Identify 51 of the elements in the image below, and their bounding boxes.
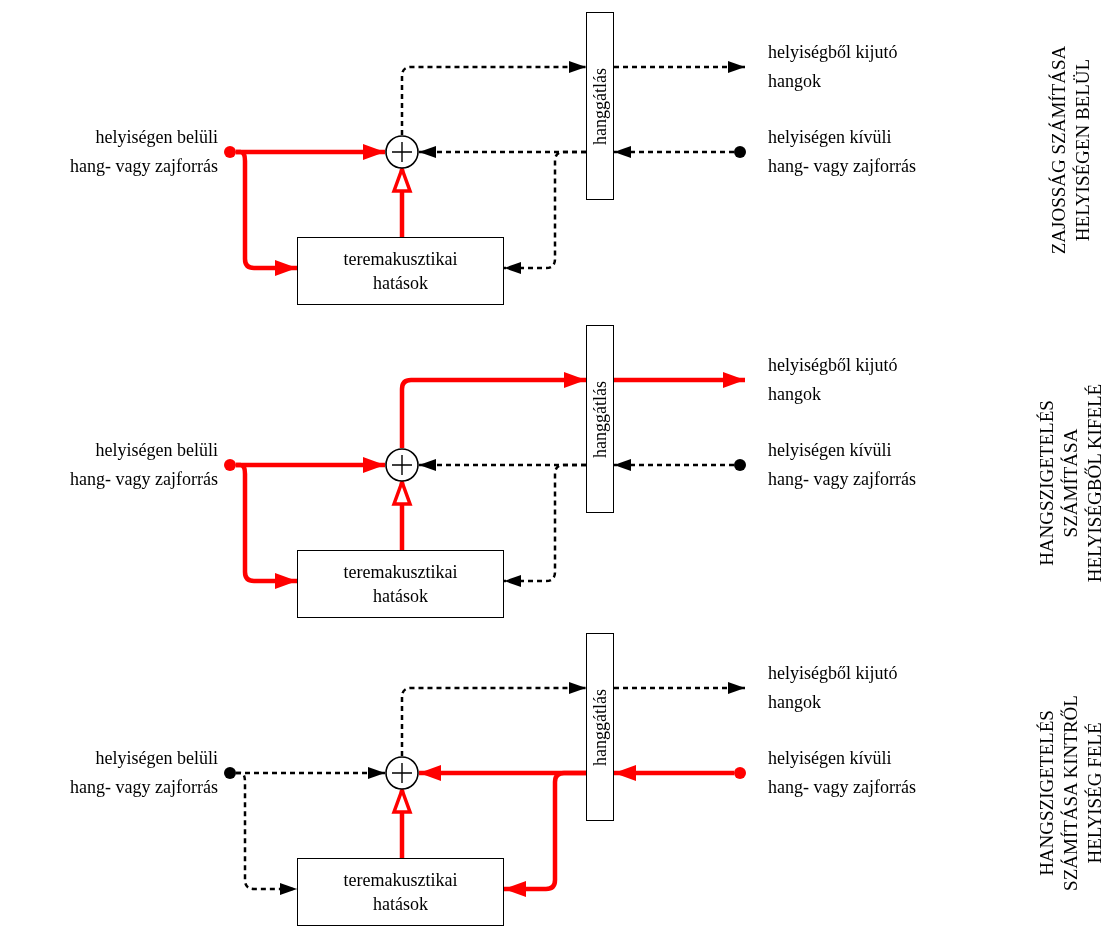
source-dot [224, 459, 236, 471]
panel-title: HANGSZIGETELÉS SZÁMÍTÁSA KINTRŐL HELYISÉG FELÉ [1035, 694, 1106, 893]
source-label: helyiségen belüli hang- vagy zajforrás [69, 439, 218, 491]
output-label: helyiségből kijutó hangok [768, 662, 899, 714]
source-label: helyiségen belüli hang- vagy zajforrás [69, 126, 218, 178]
arrow [400, 61, 586, 135]
process-box [297, 237, 504, 305]
process-box [297, 858, 504, 926]
arrow [614, 372, 745, 388]
arrow [399, 372, 586, 448]
arrow [614, 682, 745, 694]
process-box [586, 325, 614, 513]
box-label: teremakusztikai hatások [342, 247, 459, 295]
arrow [504, 463, 586, 587]
arrow [400, 682, 586, 756]
process-box [586, 12, 614, 200]
arrow [236, 149, 297, 276]
output-label: helyiségből kijutó hangok [768, 41, 899, 93]
panel-title: HANGSZIGETELÉS SZÁMÍTÁSA HELYISÉGBŐL KIFELÉ [1035, 382, 1106, 585]
arrow [236, 771, 297, 895]
arrow [236, 462, 297, 589]
panel-title: ZAJOSSÁG SZÁMÍTÁSA HELYISÉGEN BELÜL [1047, 44, 1094, 257]
arrow [392, 788, 412, 858]
output-label: helyiségből kijutó hangok [768, 354, 899, 406]
arrow [392, 167, 412, 237]
arrow [614, 61, 745, 73]
source-label: helyiségen kívüli hang- vagy zajforrás [768, 126, 917, 178]
box-label: hanggátlás [589, 688, 611, 766]
source-label: helyiségen kívüli hang- vagy zajforrás [768, 747, 917, 799]
arrow [614, 146, 734, 158]
arrow [614, 765, 734, 781]
summing-junction [385, 756, 419, 790]
box-label: hanggátlás [589, 380, 611, 458]
box-label: teremakusztikai hatások [342, 560, 459, 608]
arrow [504, 150, 586, 274]
box-label: teremakusztikai hatások [342, 868, 459, 916]
source-label: helyiségen belüli hang- vagy zajforrás [69, 747, 218, 799]
box-label: hanggátlás [589, 67, 611, 145]
source-dot [734, 459, 746, 471]
arrow [614, 459, 734, 471]
source-dot [224, 767, 236, 779]
process-box [586, 633, 614, 821]
arrow [504, 770, 586, 897]
arrow [392, 480, 412, 550]
source-dot [734, 767, 746, 779]
process-box [297, 550, 504, 618]
summing-junction [385, 135, 419, 169]
source-dot [224, 146, 236, 158]
source-label: helyiségen kívüli hang- vagy zajforrás [768, 439, 917, 491]
source-dot [734, 146, 746, 158]
summing-junction [385, 448, 419, 482]
